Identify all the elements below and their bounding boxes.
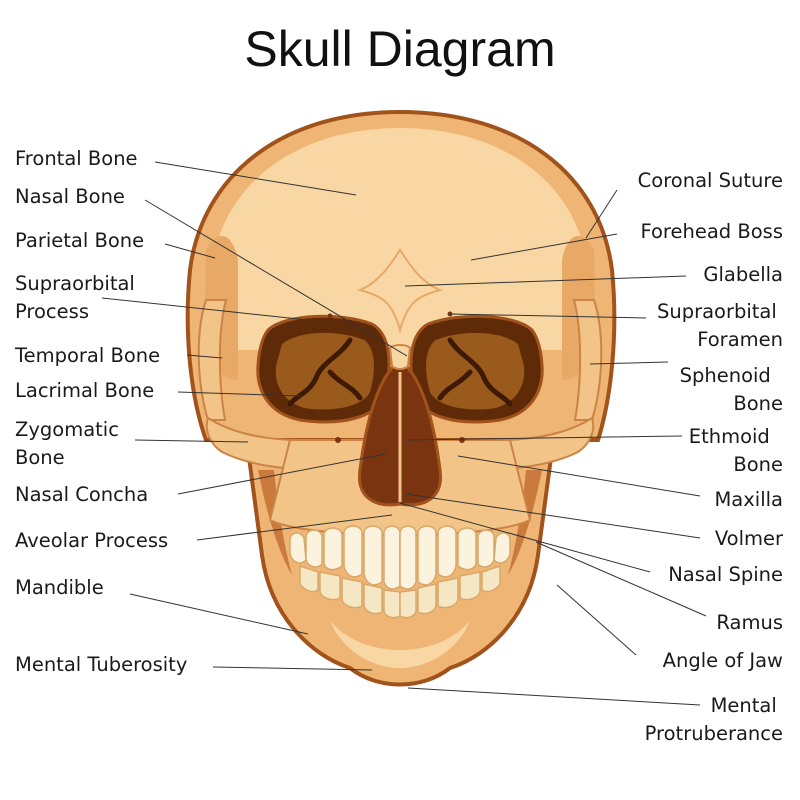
leader-ramus	[535, 541, 707, 617]
label-ramus: Ramus	[716, 611, 783, 634]
label-nasal-bone: Nasal Bone	[15, 185, 125, 208]
leader-ethmoid-bone	[407, 435, 683, 441]
label-ethmoid-bone: Ethmoid Bone	[689, 425, 783, 476]
leader-supraorbital-foramen	[449, 313, 647, 319]
upper-teeth	[289, 525, 511, 590]
label-nasal-spine: Nasal Spine	[668, 563, 783, 586]
right-socket-fissure	[437, 337, 513, 407]
leader-mental-tuberosity	[212, 666, 373, 671]
leader-parietal-bone	[164, 243, 216, 259]
diagram-title: Skull Diagram	[244, 21, 555, 77]
leader-coronal-suture	[585, 189, 618, 239]
left-labels: Frontal Bone Nasal Bone Parietal Bone Su…	[14, 147, 187, 676]
label-mental-protruberance: Mental Protruberance	[645, 694, 783, 745]
leader-volmer	[405, 493, 701, 539]
leader-maxilla	[457, 455, 701, 497]
label-forehead-boss: Forehead Boss	[640, 220, 783, 243]
label-parietal-bone: Parietal Bone	[15, 229, 144, 252]
leader-aveolar-process	[196, 514, 393, 541]
leader-angle-of-jaw	[556, 584, 637, 656]
label-maxilla: Maxilla	[714, 488, 783, 511]
leader-frontal-bone	[154, 161, 357, 196]
leader-glabella	[404, 275, 687, 287]
label-lacrimal-bone: Lacrimal Bone	[15, 379, 154, 402]
label-aveolar-process: Aveolar Process	[15, 529, 168, 552]
skull-illustration	[185, 109, 617, 687]
left-supraorbital-foramen-dot	[327, 313, 333, 319]
label-sphenoid-bone: Sphenoid Bone	[680, 364, 783, 415]
leader-nasal-concha	[177, 453, 387, 495]
label-glabella: Glabella	[703, 263, 783, 286]
leader-supraorbital-process	[101, 297, 309, 321]
right-labels: Coronal Suture Forehead Boss Glabella Su…	[638, 169, 784, 745]
leader-zygomatic-bone	[134, 439, 249, 443]
label-mandible: Mandible	[15, 576, 104, 599]
right-infraorbital-dot	[459, 437, 465, 443]
label-zygomatic-bone: Zygomatic Bone	[15, 418, 125, 469]
leader-forehead-boss	[470, 233, 618, 261]
label-angle-of-jaw: Angle of Jaw	[663, 649, 783, 672]
leader-sphenoid-bone	[589, 361, 669, 365]
leader-mental-protruberance	[407, 687, 701, 706]
left-socket-fissure	[287, 337, 363, 407]
leader-lacrimal-bone	[177, 391, 303, 397]
chin-highlight	[330, 620, 470, 668]
leader-lines	[101, 161, 707, 706]
leader-nasal-bone	[144, 199, 408, 357]
left-temporal-ridge	[197, 299, 228, 421]
leader-nasal-spine	[399, 502, 651, 573]
label-supraorbital-process: Supraorbital Process	[15, 272, 141, 323]
label-temporal-bone: Temporal Bone	[14, 344, 160, 367]
label-frontal-bone: Frontal Bone	[15, 147, 138, 170]
label-nasal-concha: Nasal Concha	[15, 483, 148, 506]
label-mental-tuberosity: Mental Tuberosity	[15, 653, 187, 676]
cranium-highlight	[210, 128, 590, 350]
label-volmer: Volmer	[715, 527, 784, 550]
left-infraorbital-dot	[335, 437, 341, 443]
lower-teeth	[299, 564, 501, 619]
nasal-bone-bridge	[388, 344, 412, 370]
leader-mandible	[129, 593, 309, 635]
label-supraorbital-foramen: Supraorbital Foramen	[657, 300, 783, 351]
right-temporal-ridge	[572, 299, 603, 421]
leader-temporal-bone	[186, 354, 223, 359]
glabella-ridge	[356, 248, 444, 334]
label-coronal-suture: Coronal Suture	[638, 169, 783, 192]
